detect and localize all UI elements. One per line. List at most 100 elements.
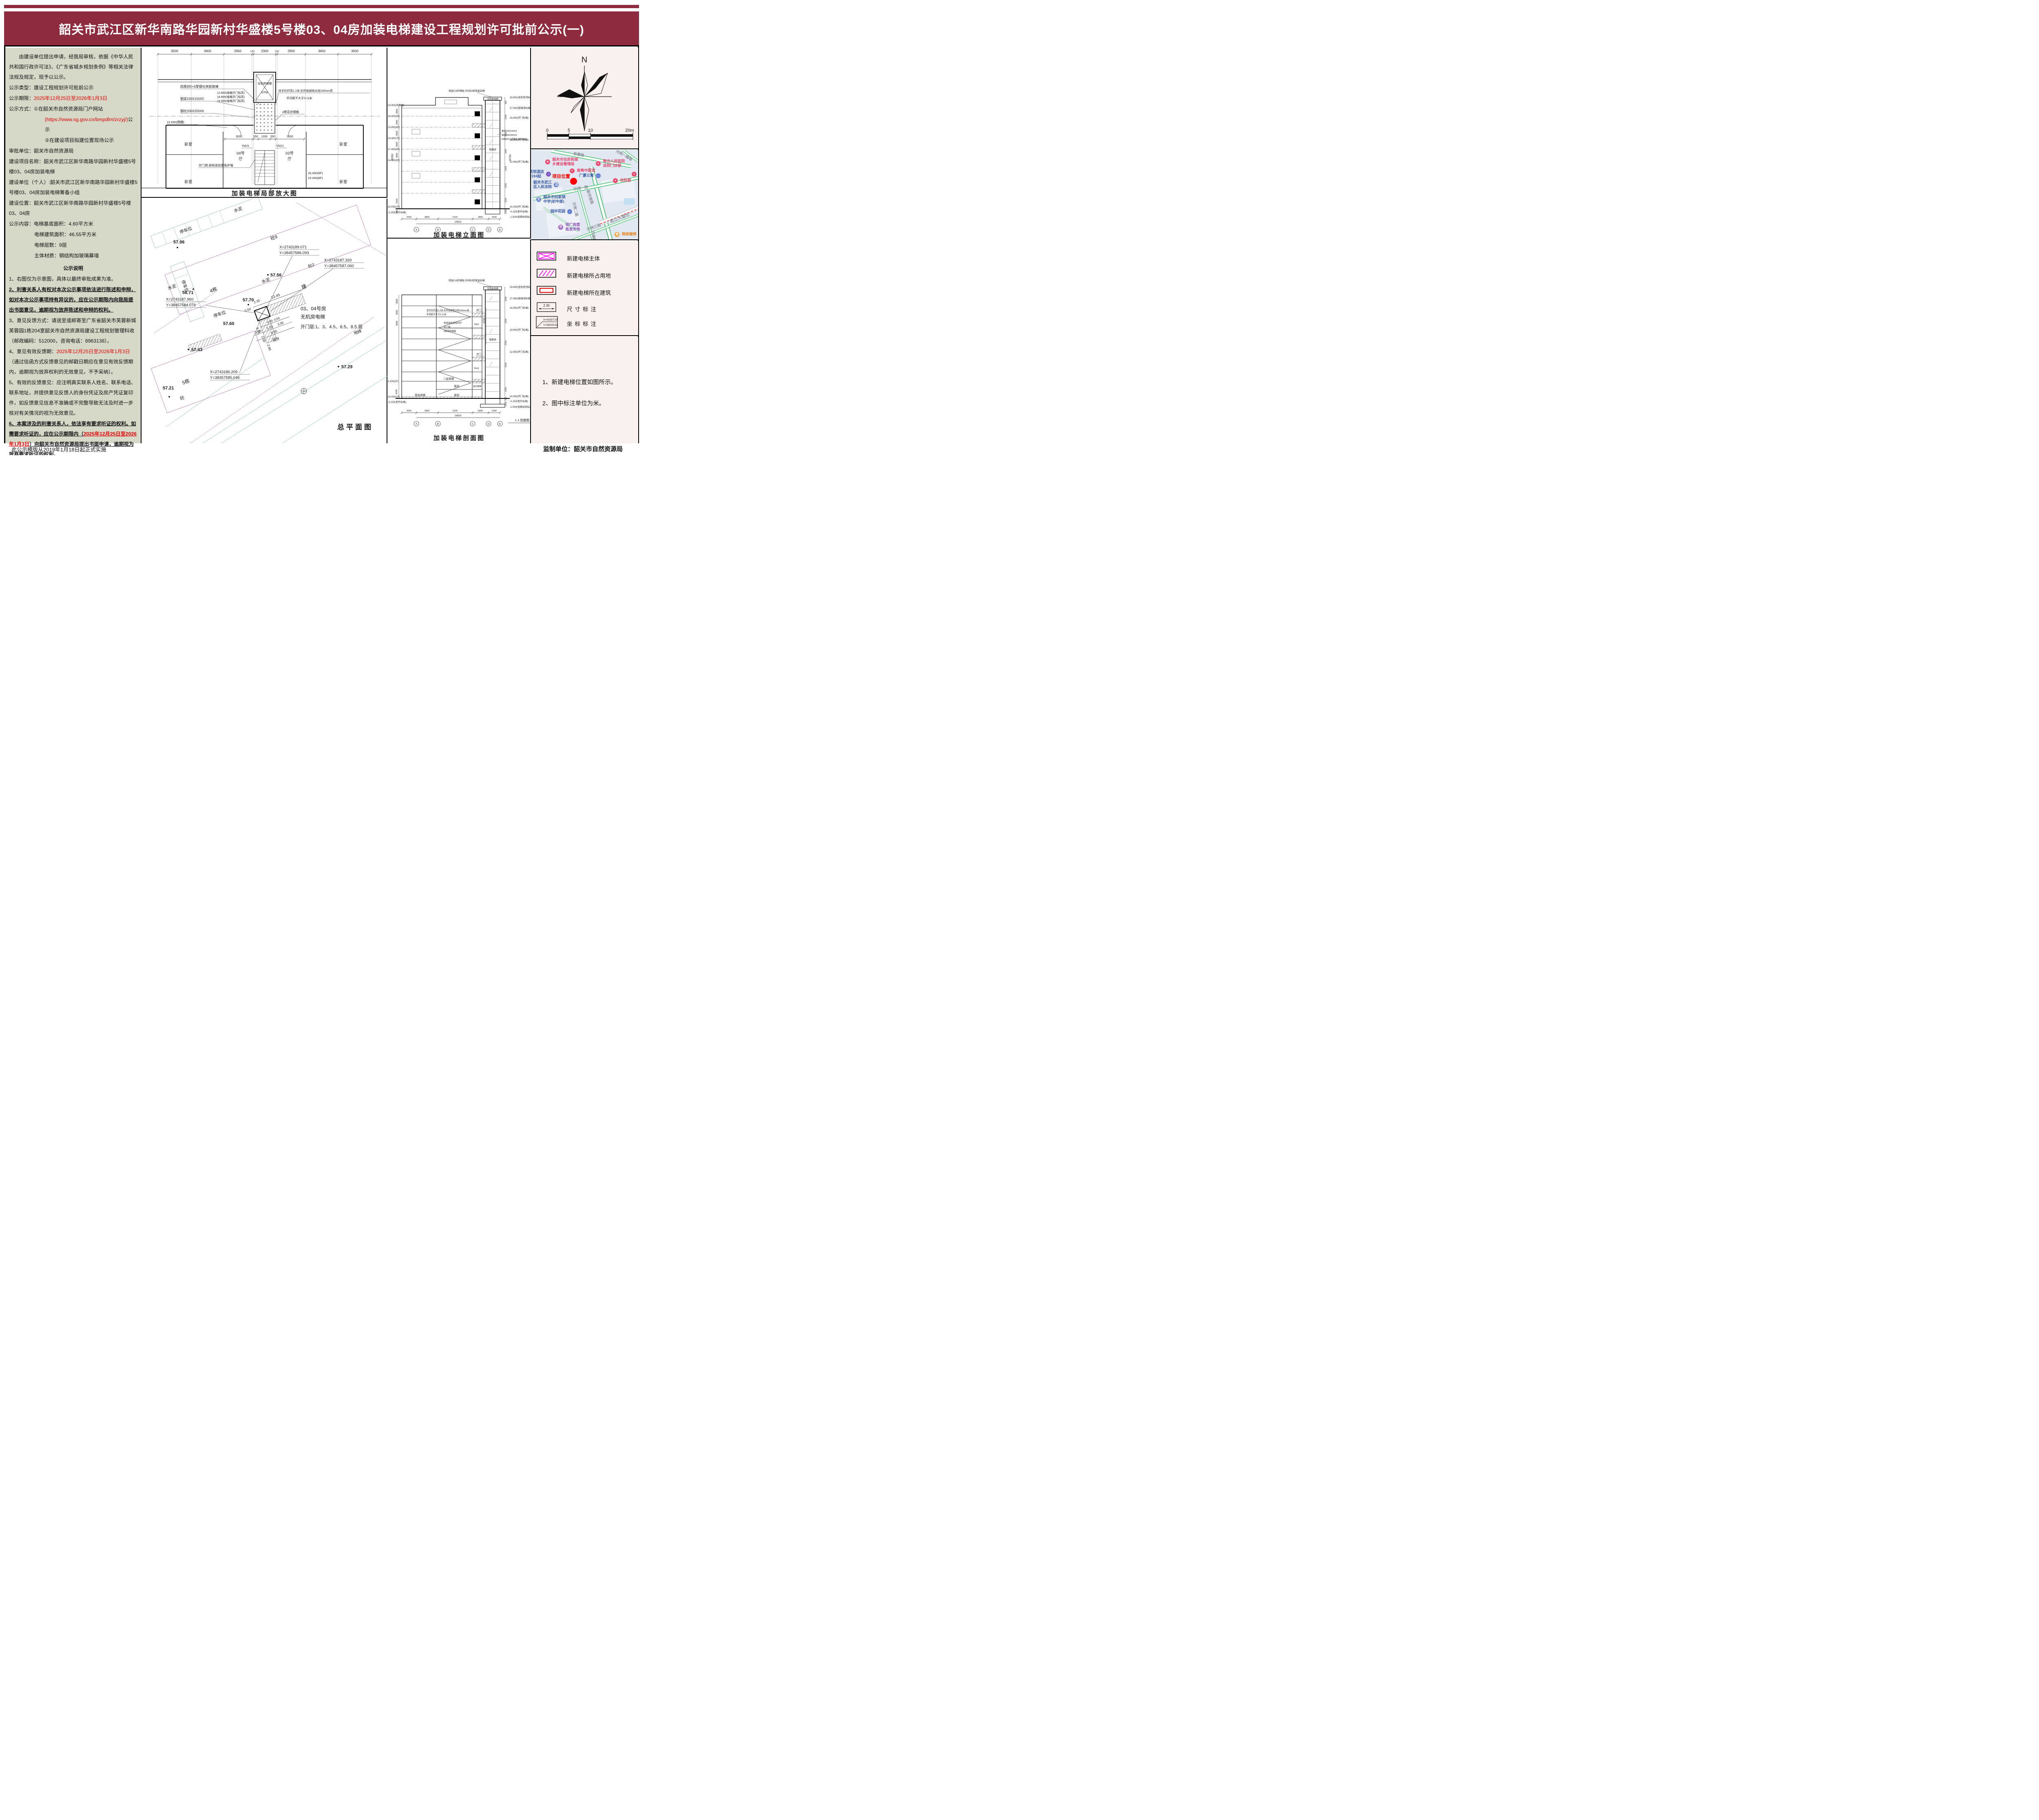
floor-plan-drawing: 3500 3400 2950 150 2300 150 2950 3400 35… bbox=[142, 49, 387, 197]
legend-symbol-building bbox=[537, 286, 556, 297]
scale-0: 0 bbox=[546, 128, 548, 133]
sc-lvl-2f: 4.200(2F) bbox=[388, 380, 398, 383]
fp-walls-top bbox=[158, 79, 372, 82]
poi-label: ¥194起 bbox=[531, 174, 542, 178]
el-dim-3000: 3000 bbox=[396, 142, 398, 147]
el-bottom-dims: 2600 3850 6100 2860 2000 14810 bbox=[400, 216, 501, 224]
fp-bedroom: 卧室 bbox=[184, 179, 192, 184]
sc-dimb: 2000 bbox=[492, 410, 497, 412]
fp-room-labels: 卧室 卧室 卧室 卧室 04号 厅 03号 厅 下 上 bbox=[184, 142, 347, 192]
sc-sub-label: 1-1 剖面图 bbox=[515, 418, 529, 422]
court-icon: 法 bbox=[553, 181, 560, 188]
sc-dim-2200: 2200 bbox=[505, 318, 507, 323]
sp-parking-row-top: 停车位 bbox=[150, 197, 263, 249]
fp-elevator-shaft: 无机房电梯 DTM bbox=[253, 72, 276, 134]
sc-dim-2250: 2250 bbox=[505, 387, 507, 391]
poi-label: 总院门诊部 bbox=[603, 164, 621, 168]
sp-coordinates: X=2743189.071 Y=38457586.093 X=2743187.3… bbox=[166, 245, 364, 380]
el-axis-c: C bbox=[472, 229, 474, 232]
sp-house-line1: 03、04号房 bbox=[301, 305, 326, 312]
legend-label-3: 新建电梯所在建筑 bbox=[567, 290, 611, 296]
sc-axis-e: E bbox=[499, 423, 501, 426]
sc-left-levels: 4.200(2F) ±0.000(1F) -0.150(室外标高) 4200 3… bbox=[388, 295, 406, 404]
explain-4-label: 4、意见有效反馈期： bbox=[9, 349, 57, 354]
fp-dim: 3000 bbox=[236, 135, 242, 138]
fp-elevator-label: 无机房电梯 bbox=[258, 82, 272, 85]
note-line-2: 2、图中标注单位为米。 bbox=[542, 400, 605, 407]
legend-symbol-land bbox=[537, 269, 556, 280]
fp-dim: 3400 bbox=[204, 49, 211, 53]
el-dim-2200: 2200 bbox=[505, 115, 507, 119]
notice-content2: 电梯建筑面积：46.55平方米 bbox=[34, 232, 97, 237]
el-lvl-out: -0.150(室外标高) bbox=[510, 210, 528, 213]
el-lvl-6f: 17.400(6F) bbox=[388, 148, 400, 151]
el-dimb: 6100 bbox=[453, 216, 458, 219]
poi-label: 乡建设管理局 bbox=[552, 162, 575, 166]
north-label: N bbox=[582, 55, 587, 64]
fp-dim: 2950 bbox=[234, 49, 241, 53]
sp-road-lines bbox=[166, 327, 388, 444]
sc-dim-4200: 4200 bbox=[396, 389, 398, 394]
notice-url-link[interactable]: (https://www.sg.gov.cn/bmpdlm/zrzyj/) bbox=[45, 117, 128, 122]
legend-symbol-dimension: 2.35 bbox=[537, 302, 556, 314]
sp-parking-label3: 停车位 bbox=[213, 310, 227, 319]
poi-hotel: 凯悦酒店¥194起 ⌂ bbox=[531, 170, 552, 179]
el-lvl-pit: -1.500(电梯井底标高) bbox=[510, 215, 531, 219]
sp-elev: 57.21 bbox=[163, 386, 174, 391]
el-lvl-0: ±0.000(开门标高) bbox=[510, 205, 529, 208]
el-right-levels: 29.600(无机房顶标高) 27.900(玻璃顶标高) 24.900(开门标高… bbox=[510, 96, 533, 219]
sc-axis-a: A bbox=[416, 423, 418, 426]
sp-conc9-top: 砼9 bbox=[270, 234, 279, 241]
map-road-strokes bbox=[533, 150, 638, 239]
sp-conc9-label: 砼9 bbox=[270, 234, 279, 241]
notice-content3: 电梯层数：9层 bbox=[34, 242, 67, 248]
poi-label: 园中花园 bbox=[551, 209, 566, 213]
sc-dim-2200: 2200 bbox=[505, 363, 507, 367]
sc-shaft-top-label: 无机房电梯 bbox=[487, 287, 498, 290]
url-suffix: 公示 bbox=[45, 117, 133, 133]
fp-stairs bbox=[254, 150, 275, 185]
el-dim-4200: 4200 bbox=[396, 199, 398, 203]
el-lvl-29600: 29.600(无机房顶标高) bbox=[510, 96, 531, 99]
sc-door2: 开门 bbox=[476, 353, 481, 356]
sp-conc2-label: 砼2 bbox=[307, 262, 315, 269]
sc-lvl-out-r: -0.150(室外标高) bbox=[510, 400, 528, 403]
el-dim-3000: 3000 bbox=[396, 131, 398, 136]
el-dim-2200: 2200 bbox=[505, 166, 507, 170]
poi-apartment: 广厦公寓 ⌂ bbox=[579, 171, 602, 179]
poi-court: 韶关市武江区人民法院 法 bbox=[533, 180, 560, 189]
sc-note-hole: 开门洞 bbox=[444, 325, 451, 329]
sc-ymj2: YMJ1 bbox=[474, 367, 479, 370]
sc-lvl-0r: ±0.000(开门标高) bbox=[510, 395, 529, 398]
footer-right: 监制单位：韶关市自然资源局 bbox=[543, 446, 623, 453]
sc-door1: 开门 bbox=[476, 309, 481, 312]
map-roads bbox=[531, 150, 638, 239]
poi-label: 坝厂肉菜 bbox=[565, 223, 580, 227]
sp-conc-label: 砼 bbox=[179, 395, 186, 401]
el-dim-1350: 1350 bbox=[505, 209, 507, 214]
fp-bedroom: 卧室 bbox=[339, 142, 347, 147]
sc-right-levels: 29.600(无机房顶标高) 27.900(玻璃顶标高) 24.900(开门标高… bbox=[510, 285, 533, 409]
legend-label-4: 尺寸标注 bbox=[567, 306, 599, 312]
scale-5: 5 bbox=[568, 128, 570, 133]
el-left-levels: 29.400(天面层) 26.400(9F) 23.400(8F) 20.400… bbox=[388, 104, 406, 214]
sp-cement-1: 水泥 bbox=[233, 206, 243, 214]
fp-note-plate: 4厚花纹钢板 bbox=[282, 110, 299, 114]
sc-shaft: 无机房电梯 电梯井 bbox=[480, 286, 505, 408]
sc-dim-2200: 2200 bbox=[505, 296, 507, 301]
school-icon: 文 bbox=[536, 196, 542, 202]
el-lvl-18900: 18.900(开门标高) bbox=[510, 138, 529, 142]
sc-shaft-well-label: 电梯井 bbox=[489, 338, 496, 341]
notice-text-panel: 由建设单位提出申请，经我局审核，依据《中华人民共和国行政许可法》、《广东省城乡规… bbox=[5, 48, 142, 455]
legend-coord-y: Y=58209.521 bbox=[543, 324, 558, 327]
poi-label: 批发市场 bbox=[565, 227, 580, 231]
sc-lvl-18900: 18.900(开门标高) bbox=[510, 328, 529, 332]
sp-bld5-label: 5栋 bbox=[181, 378, 190, 386]
sp-elev: 57.43 bbox=[191, 347, 203, 352]
el-dim-2200: 2200 bbox=[505, 132, 507, 136]
el-lvl-12900: 12.900(开门标高) bbox=[510, 160, 529, 164]
sc-dimb: 6100 bbox=[453, 410, 458, 412]
sc-rail-notes: 扶手栏杆高1.2米,栏杆底部雨水挡100mm高 杆间距不大于0.11米 拆除该处… bbox=[427, 309, 484, 333]
sp-parking-3: 停车位 bbox=[213, 310, 227, 319]
el-dimb: 2600 bbox=[407, 216, 411, 219]
